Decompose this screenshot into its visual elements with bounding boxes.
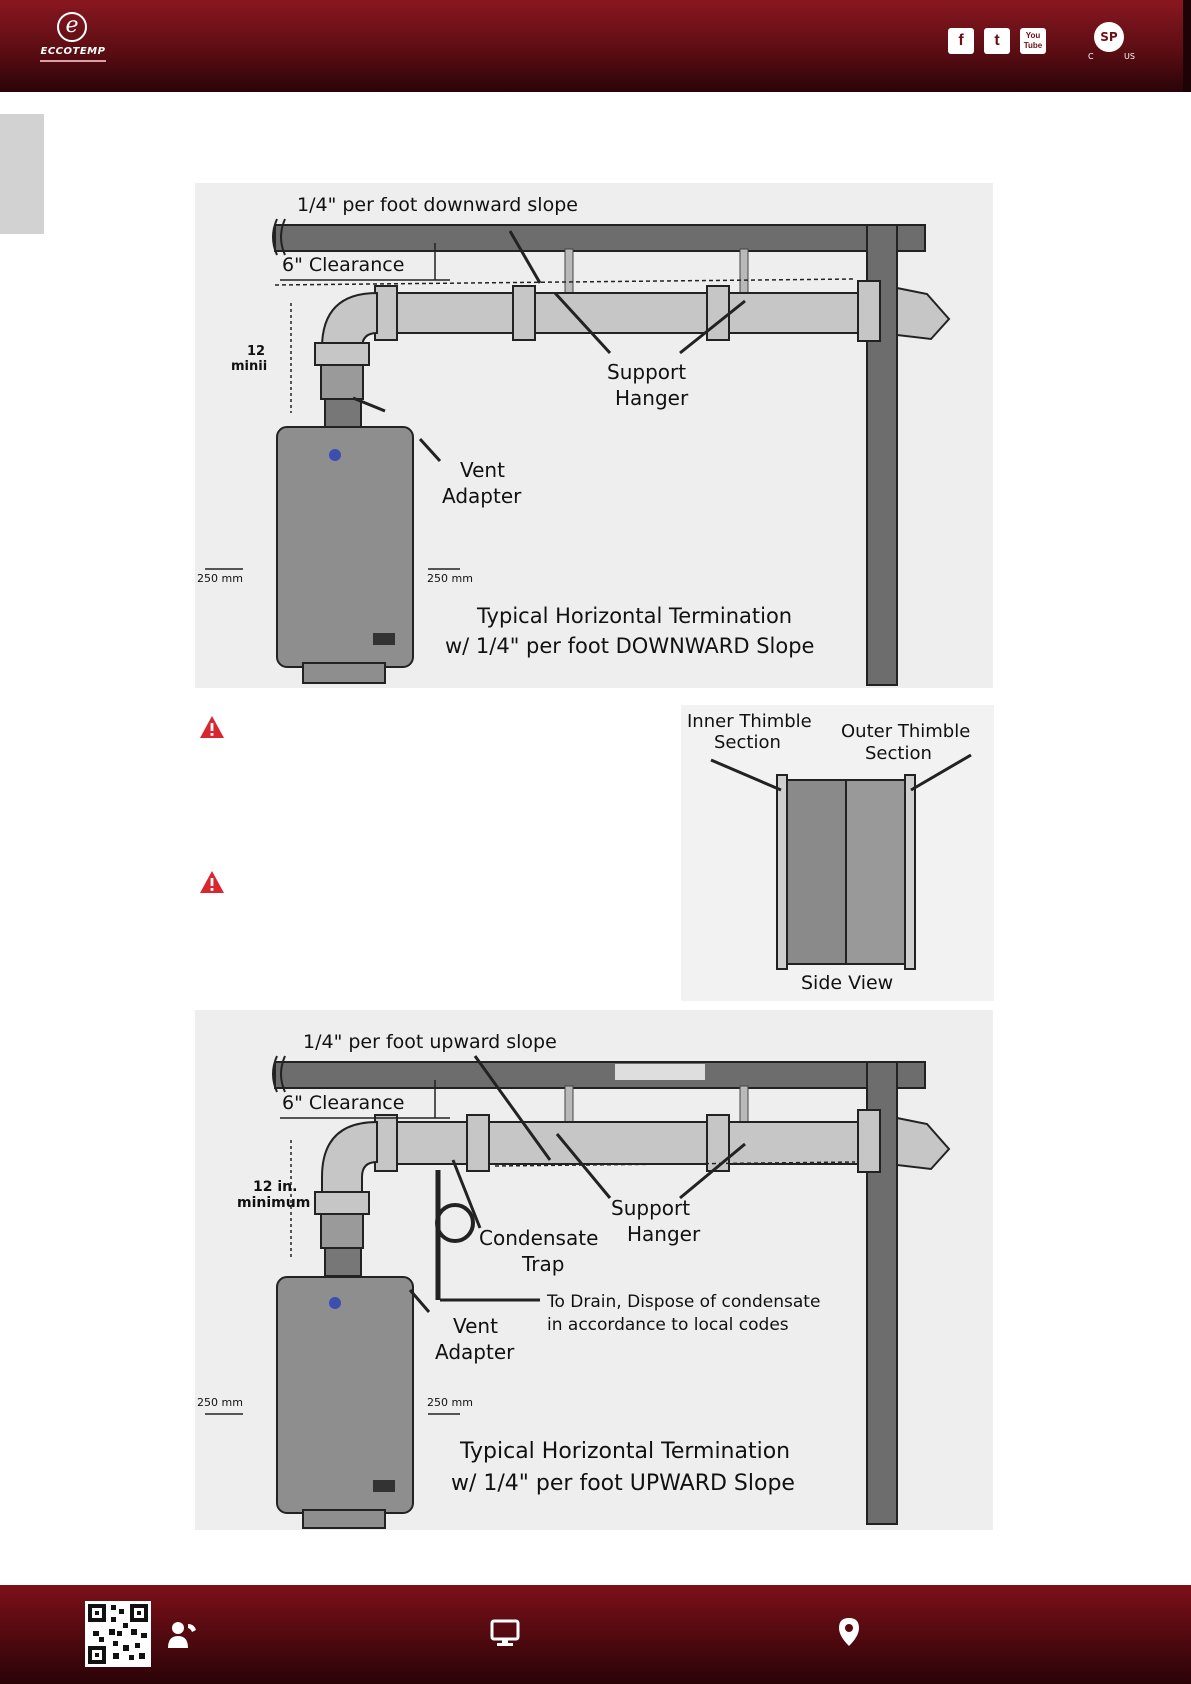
eccotemp-logo[interactable]: e ECCOTEMP <box>38 12 118 72</box>
csa-mark-icon: SP <box>1094 22 1124 52</box>
outer-thimble-label-2: Section <box>865 743 932 764</box>
logo-wordmark: ECCOTEMP <box>40 46 106 57</box>
outer-thimble-label-1: Outer Thimble <box>841 721 970 742</box>
clearance-label: 6" Clearance <box>282 1092 404 1114</box>
footer-bar <box>0 1585 1191 1684</box>
website-monitor-icon[interactable] <box>490 1618 520 1648</box>
caption-line-1: Typical Horizontal Termination <box>459 1439 790 1464</box>
caption-line-2: w/ 1/4" per foot UPWARD Slope <box>451 1471 795 1496</box>
support-label: Support <box>611 1196 690 1220</box>
dimension-left-label: 250 mm <box>197 572 243 585</box>
trap-label: Trap <box>521 1252 564 1276</box>
support-label: Support <box>607 360 686 384</box>
minimum-label-2: minimum <box>237 1195 310 1211</box>
slope-label: 1/4" per foot downward slope <box>297 194 578 216</box>
caption-line-2: w/ 1/4" per foot DOWNWARD Slope <box>445 634 814 658</box>
youtube-icon[interactable]: You Tube <box>1020 28 1046 54</box>
csa-us-label: US <box>1124 52 1135 61</box>
header-edge <box>1183 0 1191 92</box>
adapter-label: Adapter <box>435 1340 515 1364</box>
drain-label-1: To Drain, Dispose of condensate <box>546 1292 820 1312</box>
diagram-upward-slope: 1/4" per foot upward slope 6" Clearance … <box>195 1010 993 1530</box>
clearance-label: 6" Clearance <box>282 254 404 276</box>
drain-label-2: in accordance to local codes <box>547 1315 789 1335</box>
diagram-thimble-side-view: Inner Thimble Section Outer Thimble Sect… <box>681 705 994 1001</box>
logo-mark-icon: e <box>57 12 87 42</box>
facebook-icon[interactable]: f <box>948 28 974 54</box>
dimension-right-label: 250 mm <box>427 572 473 585</box>
qr-code-icon[interactable] <box>85 1601 151 1667</box>
diagram-downward-slope: 1/4" per foot downward slope 6" Clearanc… <box>195 183 993 688</box>
vent-label: Vent <box>460 458 505 482</box>
warning-icon <box>200 871 224 893</box>
condensate-label: Condensate <box>479 1226 598 1250</box>
csa-certification-badge: SP C US <box>1088 22 1148 64</box>
logo-underline <box>40 60 106 62</box>
vent-label: Vent <box>453 1314 498 1338</box>
hanger-label: Hanger <box>627 1222 701 1246</box>
minimum-label-2: minii <box>231 359 267 374</box>
twitter-icon[interactable]: t <box>984 28 1010 54</box>
side-tab <box>0 114 44 234</box>
location-pin-icon[interactable] <box>838 1617 860 1647</box>
inner-thimble-label-1: Inner Thimble <box>687 711 812 732</box>
side-view-label: Side View <box>801 972 893 994</box>
caption-line-1: Typical Horizontal Termination <box>476 604 792 628</box>
dimension-left-label: 250 mm <box>197 1396 243 1409</box>
minimum-label-1: 12 <box>247 344 265 359</box>
dimension-right-label: 250 mm <box>427 1396 473 1409</box>
inner-thimble-label-2: Section <box>714 732 781 753</box>
minimum-label-1: 12 in. <box>253 1179 297 1195</box>
slope-label: 1/4" per foot upward slope <box>303 1031 557 1053</box>
csa-c-label: C <box>1088 52 1094 61</box>
phone-contact-icon[interactable] <box>168 1620 198 1648</box>
warning-icon <box>200 716 224 738</box>
header-bar: e ECCOTEMP f t You Tube SP C US <box>0 0 1191 92</box>
adapter-label: Adapter <box>442 484 522 508</box>
hanger-label: Hanger <box>615 386 689 410</box>
